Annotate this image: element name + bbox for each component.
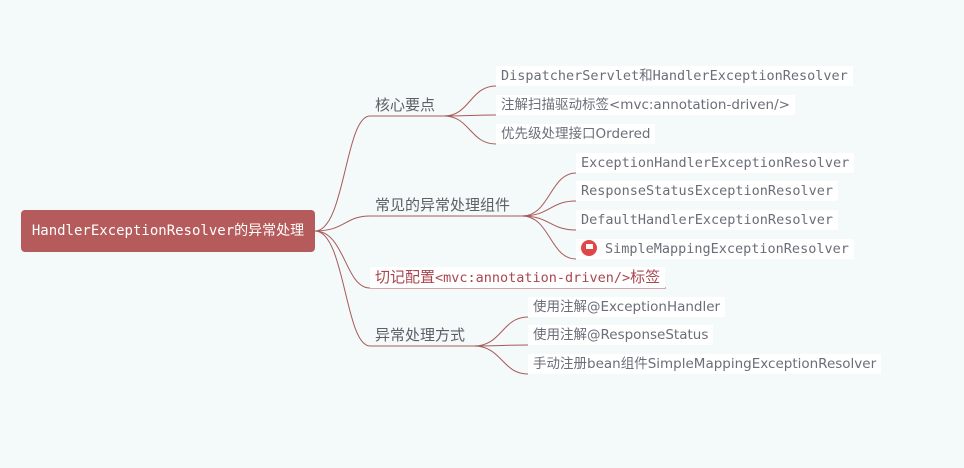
link-root-core — [314, 115, 371, 232]
leaf-simple-mapping-label: SimpleMappingExceptionResolver — [605, 241, 849, 257]
link-root-methods — [314, 230, 371, 347]
leaf-exception-handler-annotation[interactable]: 使用注解@ExceptionHandler — [528, 297, 726, 317]
leaf-simple-mapping-resolver[interactable]: SimpleMappingExceptionResolver — [576, 239, 854, 259]
flag-icon — [581, 240, 597, 256]
config-code: <mvc:annotation-driven/> — [435, 270, 631, 286]
topic-remember-config[interactable]: 切记配置<mvc:annotation-driven/>标签 — [370, 267, 666, 288]
link-root-components — [314, 215, 371, 232]
leaf-ordered-interface[interactable]: 优先级处理接口Ordered — [496, 124, 656, 144]
config-prefix: 切记配置 — [375, 268, 436, 286]
leaf-manual-bean-registration[interactable]: 手动注册bean组件SimpleMappingExceptionResolver — [528, 354, 882, 374]
leaf-dispatcher-servlet[interactable]: DispatcherServlet和HandlerExceptionResolv… — [496, 66, 853, 86]
topic-handling-methods[interactable]: 异常处理方式 — [375, 326, 466, 344]
leaf-response-status-resolver[interactable]: ResponseStatusExceptionResolver — [576, 181, 838, 201]
config-suffix: 标签 — [630, 268, 661, 286]
leaf-exception-handler-resolver[interactable]: ExceptionHandlerExceptionResolver — [576, 153, 855, 173]
topic-core-points[interactable]: 核心要点 — [375, 96, 436, 114]
leaf-default-handler-resolver[interactable]: DefaultHandlerExceptionResolver — [576, 210, 838, 230]
topic-common-components[interactable]: 常见的异常处理组件 — [375, 196, 511, 214]
link-root-config — [314, 230, 371, 289]
leaf-annotation-driven-tag[interactable]: 注解扫描驱动标签<mvc:annotation-driven/> — [496, 95, 795, 115]
root-node[interactable]: HandlerExceptionResolver的异常处理 — [21, 210, 315, 252]
leaf-response-status-annotation[interactable]: 使用注解@ResponseStatus — [528, 325, 714, 345]
